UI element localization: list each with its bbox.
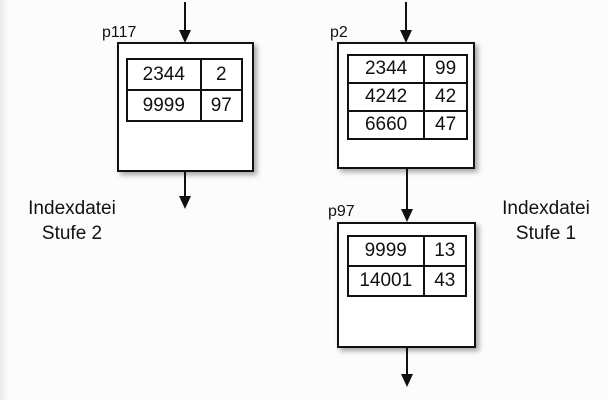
table-row: 4242 42 xyxy=(346,82,468,112)
node-label-p2: p2 xyxy=(330,24,348,41)
index-table-p97: 9999 13 14001 43 xyxy=(347,235,468,297)
key-cell: 9999 xyxy=(126,89,202,122)
pointer-cell: 97 xyxy=(199,89,244,122)
node-box-p117: 2344 2 9999 97 xyxy=(117,42,254,172)
key-cell: 9999 xyxy=(347,235,425,267)
arrow-head xyxy=(179,196,191,209)
table-row: 9999 13 xyxy=(347,235,468,267)
arrow-head xyxy=(401,374,413,387)
arrow-line xyxy=(406,348,408,375)
table-row: 6660 47 xyxy=(346,110,468,140)
table-row: 14001 43 xyxy=(347,265,468,297)
key-cell: 4242 xyxy=(346,82,426,112)
key-cell: 2344 xyxy=(346,54,426,84)
caption-line: Stufe 2 xyxy=(41,223,103,244)
key-cell: 2344 xyxy=(126,58,202,91)
arrow-line xyxy=(406,169,408,210)
key-cell: 6660 xyxy=(346,110,426,140)
key-cell: 14001 xyxy=(347,265,425,297)
pointer-cell: 2 xyxy=(199,58,244,91)
pointer-cell: 42 xyxy=(423,82,468,112)
table-row: 2344 99 xyxy=(346,54,468,84)
caption-line: Stufe 1 xyxy=(515,223,577,244)
arrow-head xyxy=(179,30,191,43)
arrow-head xyxy=(400,30,412,43)
pointer-cell: 99 xyxy=(423,54,468,84)
node-label-p97: p97 xyxy=(328,203,355,220)
arrow-head xyxy=(401,209,413,222)
node-label-p117: p117 xyxy=(102,24,137,41)
index-table-p117: 2344 2 9999 97 xyxy=(126,58,244,122)
node-box-p2: 2344 99 4242 42 6660 47 xyxy=(337,42,475,169)
arrow-line xyxy=(405,2,407,30)
page-edge-shade xyxy=(0,0,8,400)
pointer-cell: 43 xyxy=(422,265,468,297)
table-row: 2344 2 xyxy=(126,58,244,91)
node-box-p97: 9999 13 14001 43 xyxy=(337,222,476,348)
pointer-cell: 47 xyxy=(423,110,468,140)
arrow-line xyxy=(184,172,186,197)
caption-indexdatei-stufe-2: Indexdatei Stufe 2 xyxy=(8,196,136,246)
arrow-line xyxy=(184,2,186,30)
index-table-p2: 2344 99 4242 42 6660 47 xyxy=(346,54,468,140)
caption-indexdatei-stufe-1: Indexdatei Stufe 1 xyxy=(482,196,608,246)
pointer-cell: 13 xyxy=(422,235,468,267)
table-row: 9999 97 xyxy=(126,89,244,122)
caption-line: Indexdatei xyxy=(502,198,590,219)
caption-line: Indexdatei xyxy=(28,198,116,219)
